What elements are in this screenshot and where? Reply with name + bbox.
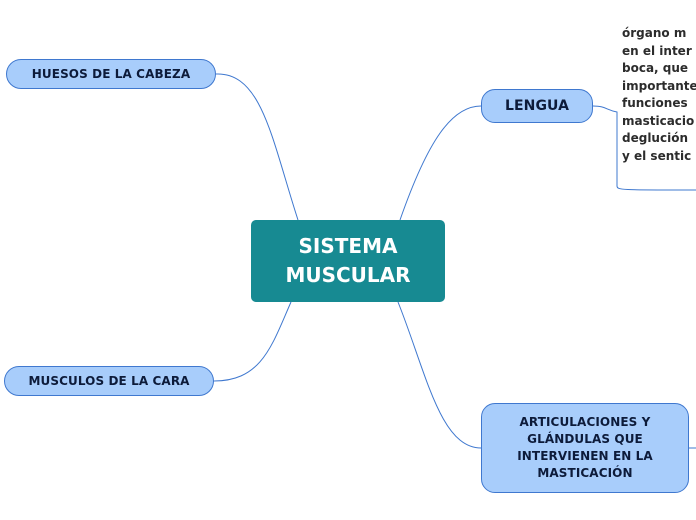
connector-articulaciones	[397, 301, 482, 449]
topic-node-lengua[interactable]: LENGUA	[481, 89, 593, 123]
topic-node-musculos[interactable]: MUSCULOS DE LA CARA	[4, 366, 214, 396]
central-topic-line-1: SISTEMA	[298, 234, 398, 258]
topic-node-huesos[interactable]: HUESOS DE LA CABEZA	[6, 59, 216, 89]
lengua-note[interactable]: órgano m en el inter boca, que important…	[622, 25, 696, 165]
connector-lengua	[399, 105, 482, 221]
lengua-note-line: masticacio	[622, 113, 695, 128]
connector-musculos	[213, 301, 292, 382]
lengua-note-line: funciones	[622, 96, 688, 110]
connector-huesos	[215, 73, 299, 221]
lengua-note-line: deglución	[622, 131, 688, 145]
topic-label-huesos: HUESOS DE LA CABEZA	[31, 67, 191, 81]
connector-lengua-note	[592, 105, 696, 191]
lengua-note-line: boca, que	[622, 61, 689, 75]
topic-node-articulaciones[interactable]: ARTICULACIONES Y GLÁNDULAS QUE INTERVIEN…	[481, 403, 689, 493]
lengua-note-line: y el sentic	[622, 148, 692, 163]
central-topic-node[interactable]: SISTEMA MUSCULAR	[251, 220, 445, 302]
lengua-note-line: en el inter	[622, 43, 692, 58]
central-topic-line-2: MUSCULAR	[285, 263, 411, 287]
topic-label-lengua: LENGUA	[504, 98, 570, 114]
lengua-note-line: órgano m	[622, 26, 687, 40]
lengua-note-line: importante	[622, 78, 696, 93]
topic-label-articulaciones: ARTICULACIONES Y GLÁNDULAS QUE INTERVIEN…	[517, 415, 653, 480]
topic-label-musculos: MUSCULOS DE LA CARA	[28, 374, 190, 388]
